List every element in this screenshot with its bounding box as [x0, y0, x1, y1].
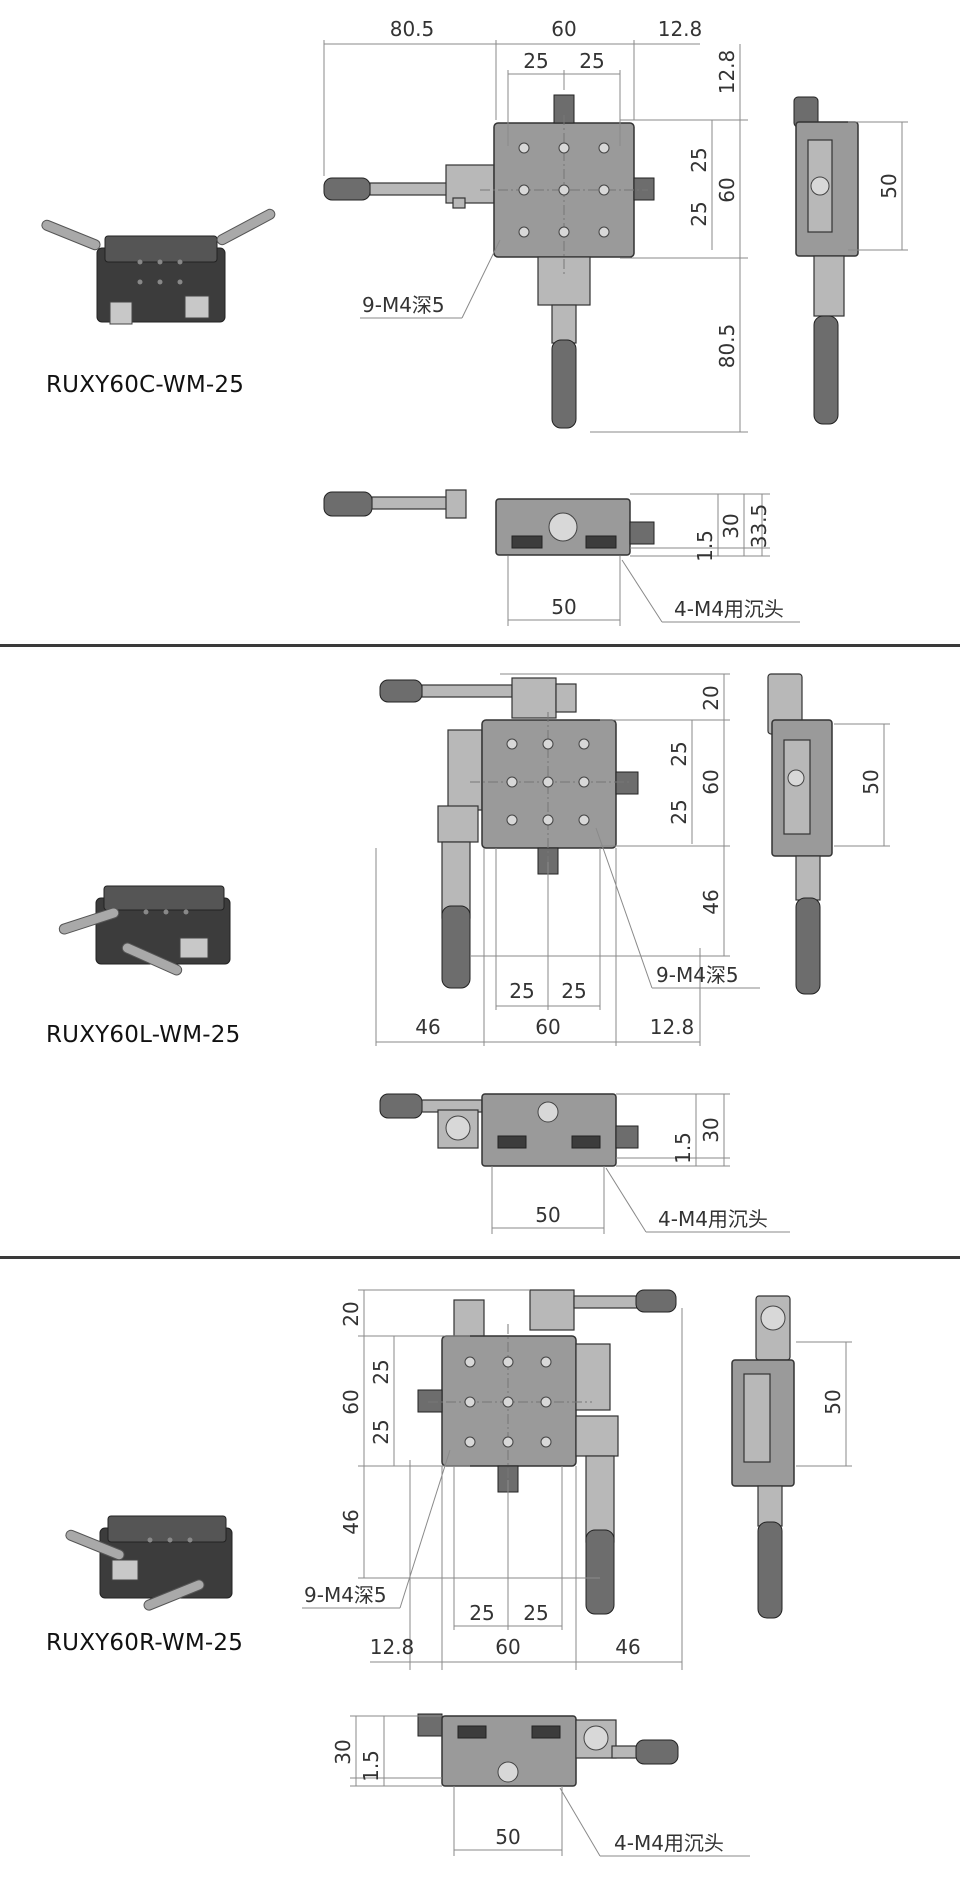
- dim-l-front-bottom: 50: [535, 1203, 560, 1227]
- dim-r-left-total: 60: [339, 1389, 363, 1414]
- dim-l-right-a: 25: [667, 741, 691, 766]
- dim-c-top-right: 12.8: [658, 17, 703, 41]
- dim-r-bottom-a: 25: [469, 1601, 494, 1625]
- dim-c-front-h1: 1.5: [693, 530, 717, 562]
- dim-r-front-bottom: 50: [495, 1825, 520, 1849]
- front-view-l: [379, 1093, 639, 1167]
- dim-c-front-h2: 30: [719, 513, 743, 538]
- model-label-r: RUXY60R-WM-25: [46, 1630, 244, 1656]
- leader-c-holes: [461, 239, 501, 319]
- product-section-r: 20 25 25 60 46 50: [0, 1260, 960, 1889]
- dim-r-bottom-b: 25: [523, 1601, 548, 1625]
- dim-c-right-total: 60: [715, 177, 739, 202]
- product-section-c: 80.5 60 12.8 25 25 12.8 25 25 60 80.5: [0, 0, 960, 640]
- drawing-l: 20 25 25 60 46 50: [58, 673, 890, 1234]
- dim-r-side-width: 50: [821, 1389, 845, 1414]
- dims-front-r: [350, 1715, 750, 1857]
- drawing-r: 20 25 25 60 46 50: [65, 1289, 852, 1857]
- note-r-holes: 9-M4深5: [304, 1583, 387, 1607]
- dim-r-left-b: 25: [369, 1419, 393, 1444]
- dim-c-right-lower: 80.5: [715, 324, 739, 369]
- front-view-c: [323, 489, 655, 556]
- top-view-r: [417, 1289, 677, 1615]
- dims-right-c: [590, 44, 748, 433]
- note-l-holes: 9-M4深5: [656, 963, 739, 987]
- note-c-holes: 9-M4深5: [362, 293, 445, 317]
- dim-l-right-b: 25: [667, 799, 691, 824]
- dim-r-left-a: 25: [369, 1359, 393, 1384]
- dim-l-bottom-b: 25: [561, 979, 586, 1003]
- dim-c-hole-right: 25: [579, 49, 604, 73]
- dim-r-front-h1: 1.5: [359, 1750, 383, 1782]
- dims-front-l: [491, 1093, 790, 1234]
- note-r-mount: 4-M4用沉头: [614, 1831, 724, 1855]
- dim-r-left-lower: 46: [339, 1509, 363, 1534]
- dim-c-hole-left: 25: [523, 49, 548, 73]
- product-photo-c: [41, 208, 276, 325]
- dim-r-bottom-left: 12.8: [370, 1635, 415, 1659]
- dim-l-front-h2: 30: [699, 1117, 723, 1142]
- dim-c-top-left: 80.5: [390, 17, 435, 41]
- note-c-mount: 4-M4用沉头: [674, 597, 784, 621]
- dim-l-bottom-a: 25: [509, 979, 534, 1003]
- section-divider-1: [0, 644, 960, 647]
- dim-c-right-upper: 12.8: [715, 50, 739, 95]
- model-label-c: RUXY60C-WM-25: [46, 372, 245, 398]
- side-view-c: [793, 96, 908, 425]
- product-photo-l: [58, 885, 231, 976]
- dims-bottom-r: [302, 1308, 683, 1670]
- dims-bottom-l: [375, 827, 760, 1046]
- side-view-l: [767, 673, 890, 995]
- dim-c-top-mid: 60: [551, 17, 576, 41]
- dim-l-bottom-right: 12.8: [650, 1015, 695, 1039]
- dim-l-right-total: 60: [699, 769, 723, 794]
- side-view-r: [731, 1295, 852, 1619]
- dim-c-right-a: 25: [687, 147, 711, 172]
- dim-l-bottom-left: 46: [415, 1015, 440, 1039]
- dim-r-bottom-mid: 60: [495, 1635, 520, 1659]
- note-l-mount: 4-M4用沉头: [658, 1207, 768, 1231]
- top-view-c: [323, 94, 655, 429]
- dim-l-side-width: 50: [859, 769, 883, 794]
- dim-r-left-top: 20: [339, 1301, 363, 1326]
- product-photo-r: [65, 1515, 233, 1611]
- drawing-c: 80.5 60 12.8 25 25 12.8 25 25 60 80.5: [41, 17, 908, 626]
- dim-l-right-top: 20: [699, 685, 723, 710]
- dim-l-right-lower: 46: [699, 889, 723, 914]
- dim-c-front-bottom: 50: [551, 595, 576, 619]
- top-view-l: [379, 677, 639, 989]
- dim-l-bottom-mid: 60: [535, 1015, 560, 1039]
- dims-left-r: [358, 1289, 600, 1579]
- model-label-l: RUXY60L-WM-25: [46, 1022, 241, 1048]
- dims-top-c: [323, 40, 700, 176]
- dim-l-front-h1: 1.5: [671, 1132, 695, 1164]
- dim-c-side-width: 50: [877, 173, 901, 198]
- dims-front-c: [507, 493, 800, 626]
- section-divider-2: [0, 1256, 960, 1259]
- product-section-l: 20 25 25 60 46 50: [0, 648, 960, 1252]
- dim-c-right-b: 25: [687, 201, 711, 226]
- dim-c-front-h3: 33.5: [747, 504, 771, 549]
- front-view-r: [417, 1713, 679, 1787]
- dim-r-bottom-right: 46: [615, 1635, 640, 1659]
- dim-r-front-h2: 30: [331, 1739, 355, 1764]
